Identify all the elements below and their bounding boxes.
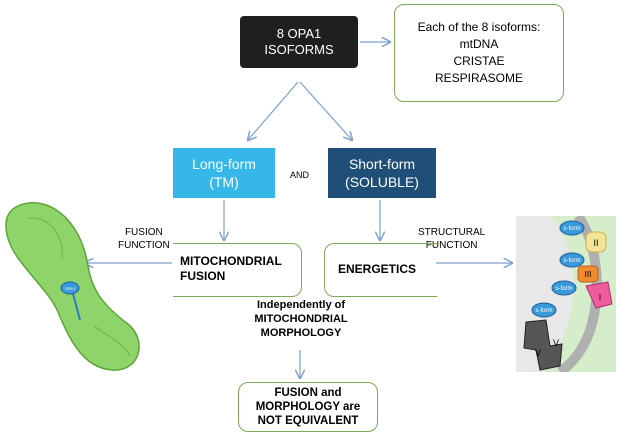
structural-function-label: STRUCTURAL FUNCTION xyxy=(418,226,485,252)
svg-text:s-form: s-form xyxy=(536,308,553,314)
structural-function-line2: FUNCTION xyxy=(425,240,478,251)
long-form-line1: Long-form xyxy=(192,156,256,172)
and-label: AND xyxy=(290,170,310,180)
isoforms-line1: 8 OPA1 xyxy=(276,26,322,41)
opa1-oval xyxy=(60,281,80,295)
each-line4: RESPIRASOME xyxy=(434,71,524,85)
isoforms-line2: ISOFORMS xyxy=(264,42,334,57)
svg-text:I: I xyxy=(599,293,601,302)
independently-line3: MORPHOLOGY xyxy=(260,327,342,339)
svg-text:II: II xyxy=(593,238,598,248)
respiratory-complexes-illustration: II III I V V s-form s-form s-form s-form xyxy=(516,216,616,372)
svg-text:III: III xyxy=(585,270,592,279)
independently-line2: MITOCHONDRIAL xyxy=(254,313,348,325)
s-form-3 xyxy=(551,280,577,296)
each-line2: mtDNA xyxy=(459,37,499,51)
conclusion-line3: NOT EQUIVALENT xyxy=(257,415,359,427)
fusion-function-label: FUSION FUNCTION xyxy=(118,226,170,252)
complex-i xyxy=(585,281,613,309)
mito-fusion-line2: FUSION xyxy=(180,269,226,283)
complex-ii xyxy=(585,231,607,253)
mitochondrial-fusion-bracket xyxy=(173,243,302,297)
conclusion-box: FUSION and MORPHOLOGY are NOT EQUIVALENT xyxy=(238,382,378,432)
s-form-1 xyxy=(559,220,585,236)
complex-iii xyxy=(577,265,599,283)
complex-v xyxy=(523,319,563,371)
mitochondrion-illustration: OPA1 xyxy=(5,202,140,371)
short-form-line1: Short-form xyxy=(348,156,416,172)
svg-text:V: V xyxy=(553,338,559,348)
energetics-bracket xyxy=(324,243,437,297)
long-form-line2: (TM) xyxy=(209,174,239,190)
arrow-to-short-form xyxy=(299,81,352,140)
svg-text:s-form: s-form xyxy=(556,286,573,292)
opa1-label: OPA1 xyxy=(65,286,76,291)
short-form-line2: (SOLUBLE) xyxy=(345,174,419,190)
long-form-box: Long-form (TM) xyxy=(173,148,275,198)
s-form-2 xyxy=(559,252,585,268)
independently-line1: Independently of xyxy=(257,299,345,311)
energetics-label: ENERGETICS xyxy=(338,262,417,276)
each-line3: CRISTAE xyxy=(453,54,505,68)
mito-fusion-line1: MITOCHONDRIAL xyxy=(180,254,282,268)
svg-text:s-form: s-form xyxy=(564,258,581,264)
conclusion-line2: MORPHOLOGY are xyxy=(255,401,361,413)
arrow-to-long-form xyxy=(248,81,299,140)
each-line1: Each of the 8 isoforms: xyxy=(417,20,541,34)
mitochondrial-fusion-label: MITOCHONDRIAL FUSION xyxy=(180,254,282,284)
each-isoform-box: Each of the 8 isoforms: mtDNA CRISTAE RE… xyxy=(394,4,564,102)
fusion-function-line2: FUNCTION xyxy=(118,240,170,251)
independently-text: Independently of MITOCHONDRIAL MORPHOLOG… xyxy=(240,298,362,340)
fusion-function-line1: FUSION xyxy=(124,227,163,238)
conclusion-line1: FUSION and xyxy=(274,387,342,399)
opa1-isoforms-box: 8 OPA1 ISOFORMS xyxy=(240,16,358,68)
svg-text:V: V xyxy=(535,348,541,358)
short-form-box: Short-form (SOLUBLE) xyxy=(328,148,436,198)
svg-text:s-form: s-form xyxy=(564,226,581,232)
structural-function-line1: STRUCTURAL xyxy=(418,227,486,238)
s-form-4 xyxy=(531,302,557,318)
